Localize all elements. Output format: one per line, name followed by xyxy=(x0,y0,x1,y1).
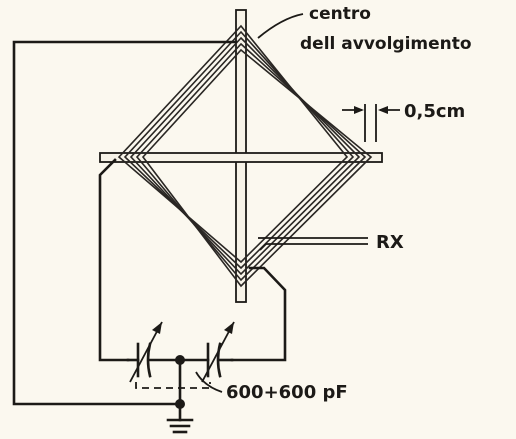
winding-4 xyxy=(135,42,367,282)
center-label-line2: dell avvolgimento xyxy=(300,34,472,54)
center-label-group: centro dell avvolgimento xyxy=(257,4,472,54)
winding-3 xyxy=(129,36,361,276)
variable-capacitor-left xyxy=(126,321,182,383)
variable-capacitor-right xyxy=(178,321,235,383)
rx-label: RX xyxy=(376,232,404,253)
ground-symbol xyxy=(166,402,194,434)
common-junction xyxy=(175,355,185,409)
center-tap-wire xyxy=(12,40,238,406)
winding-2 xyxy=(123,30,355,270)
rx-label-group: RX xyxy=(376,232,404,253)
gang-link xyxy=(135,382,211,389)
inner-lead-wire xyxy=(98,158,130,362)
horizontal-support xyxy=(99,152,383,163)
capacitance-label: 600+600 pF xyxy=(226,382,348,403)
capacitance-label-group: 600+600 pF xyxy=(195,371,348,403)
outer-lead-wire xyxy=(230,266,287,362)
rx-leads xyxy=(258,237,368,251)
spacing-dimension: 0,5cm xyxy=(342,101,465,142)
winding-1 xyxy=(117,24,349,264)
loop-windings xyxy=(117,24,373,288)
center-label-line1: centro xyxy=(309,4,371,24)
spacing-label: 0,5cm xyxy=(404,101,465,122)
winding-5 xyxy=(141,48,373,288)
